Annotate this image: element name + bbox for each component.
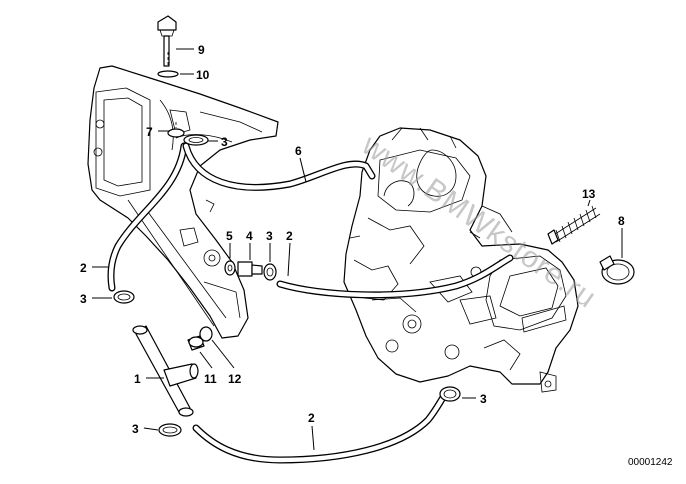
- reference-number: 00001242: [628, 457, 673, 468]
- callout-3-bottom-left: 3: [132, 422, 139, 436]
- callout-11: 11: [204, 372, 217, 386]
- t-pipe: [132, 325, 199, 417]
- callout-12: 12: [228, 372, 242, 386]
- hose-clamp-top: [183, 134, 209, 146]
- callout-3-bottom-right: 3: [480, 392, 487, 406]
- callout-7: 7: [146, 125, 153, 139]
- callout-10: 10: [196, 68, 210, 82]
- callout-2-mid: 2: [286, 229, 293, 243]
- spring: [547, 205, 601, 245]
- clip-small: [167, 128, 185, 138]
- callout-1: 1: [134, 372, 141, 386]
- callout-8: 8: [618, 214, 625, 228]
- callout-3-mid: 3: [266, 229, 273, 243]
- callout-2-left: 2: [80, 261, 87, 275]
- hose-clamp-large: [599, 255, 635, 285]
- hose-middle: [276, 254, 514, 299]
- callout-6: 6: [295, 144, 302, 158]
- plug-11: [187, 335, 205, 351]
- hose-clamp-left: [113, 290, 135, 304]
- callout-13: 13: [582, 187, 596, 201]
- callout-9: 9: [198, 43, 205, 57]
- callout-3-top: 3: [221, 135, 228, 149]
- callout-3-left: 3: [80, 292, 87, 306]
- callout-4: 4: [246, 229, 253, 243]
- watermark: www.BMWkstore.ru: [355, 128, 602, 315]
- washer-5: [224, 260, 236, 276]
- hose-clamp-bottom-right: [439, 386, 461, 402]
- hose-clamp-bottom-left: [158, 423, 182, 437]
- callout-2-bottom: 2: [308, 411, 315, 425]
- hose-upper-left: [107, 142, 188, 292]
- o-ring-top: [157, 70, 179, 78]
- hose-lower: [192, 392, 448, 464]
- washer-12: [199, 326, 213, 342]
- frame-bracket: [87, 65, 279, 339]
- hose-clamp-mid: [263, 263, 277, 281]
- callout-5: 5: [226, 229, 233, 243]
- breather-cap: [157, 15, 177, 67]
- hose-breather-top: [182, 142, 376, 191]
- nipple-4: [237, 261, 263, 277]
- leader-lines: [92, 48, 623, 451]
